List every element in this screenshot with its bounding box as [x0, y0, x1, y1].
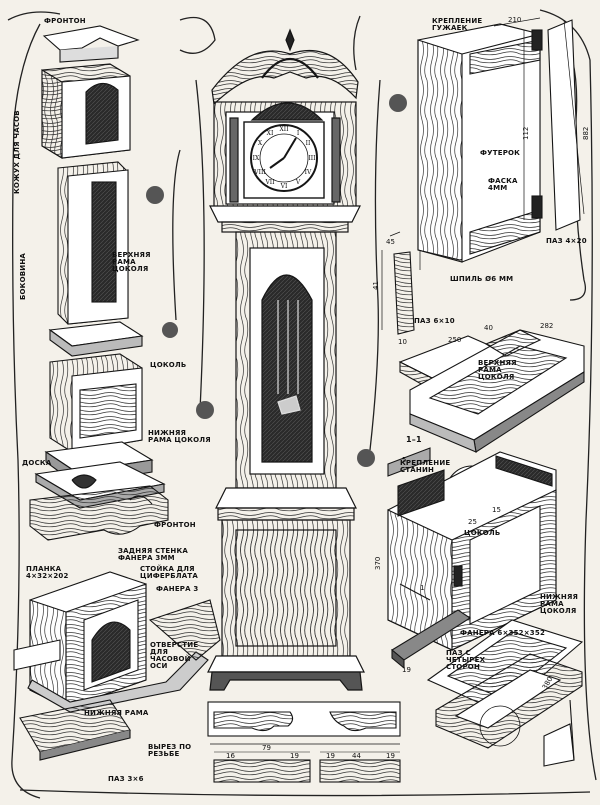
- dim-882: 882: [582, 127, 590, 140]
- dim-41: 41: [372, 281, 380, 290]
- dimension-lines: [419, 17, 585, 270]
- dim-79: 79: [262, 744, 271, 752]
- label-chamfer: ФАСКА 4мм: [488, 177, 518, 192]
- label-upper-plinth-frame: ВЕРХНЯЯ РАМА ЦОКОЛЯ: [112, 251, 151, 273]
- label-plywood3: ФАНЕРА 3: [156, 585, 199, 593]
- dim-44: 44: [352, 752, 361, 760]
- dim-250: 250: [448, 336, 461, 344]
- dim-282: 282: [540, 322, 553, 330]
- label-upper-plinth-frame-r: ВЕРХНЯЯ РАМА ЦОКОЛЯ: [478, 359, 517, 381]
- svg-text:VII: VII: [264, 179, 275, 186]
- label-section: 1–1: [406, 435, 422, 444]
- ornament-dot: [357, 449, 375, 467]
- dim-19: 19: [402, 666, 411, 674]
- svg-text:XII: XII: [279, 126, 289, 133]
- label-groove: ПАЗ 3×6: [108, 775, 144, 783]
- svg-text:V: V: [295, 179, 301, 186]
- label-back-wall: ЗАДНЯЯ СТЕНКА ФАНЕРА 3мм: [118, 547, 188, 562]
- dim-16: 16: [226, 752, 235, 760]
- trunk-part: [57, 161, 129, 325]
- dim-5: 5: [402, 456, 406, 464]
- clock-finial: [285, 28, 295, 52]
- label-fastening-corner: КРЕПЛЕНИЕ СТАНИН: [400, 459, 451, 474]
- label-groove-mid: ПАЗ 6×10: [414, 317, 455, 325]
- dim-1: 1: [420, 584, 424, 592]
- label-side: БОКОВИНА: [19, 252, 27, 300]
- label-groove-tr: ПАЗ 4×20: [546, 237, 587, 245]
- ornament-dot: [389, 94, 407, 112]
- svg-text:II: II: [306, 140, 311, 147]
- hood-column-left: [229, 117, 239, 203]
- clock-feet: [209, 671, 363, 691]
- label-lower-plinth-frame: НИЖНЯЯ РАМА ЦОКОЛЯ: [148, 429, 211, 444]
- svg-text:XI: XI: [267, 130, 274, 137]
- plinth-box-part: [49, 353, 143, 453]
- label-plinth: ЦОКОЛЬ: [150, 361, 187, 369]
- ornament-dot: [162, 322, 178, 338]
- wood-bar-right: [319, 759, 401, 783]
- dim-10: 10: [398, 338, 407, 346]
- svg-text:IV: IV: [305, 169, 312, 176]
- svg-text:VIII: VIII: [253, 169, 266, 176]
- dim-25: 25: [468, 518, 477, 526]
- trunk-door: [261, 274, 313, 463]
- profile-cutout-left: [213, 711, 294, 732]
- plinth-box-detail: [387, 447, 584, 767]
- label-hole: ОТВЕРСТИЕ ДЛЯ ЧАСОВОЙ ОСИ: [150, 641, 199, 670]
- dim-45: 45: [386, 238, 395, 246]
- upper-plinth-frame-detail: [398, 329, 585, 453]
- pendulum: [277, 300, 299, 394]
- label-dowel: ШПИЛЬ Ø6 мм: [450, 275, 514, 283]
- label-lower-plinth-frame-r: НИЖНЯЯ РАМА ЦОКОЛЯ: [540, 593, 579, 615]
- svg-text:X: X: [258, 140, 263, 147]
- dim-370: 370: [374, 557, 382, 570]
- label-apron: ФУТЕРОК: [480, 149, 521, 157]
- hood-column-right: [331, 117, 341, 203]
- svg-text:I: I: [297, 130, 300, 137]
- label-pediment-mid: ФРОНТОН: [154, 521, 196, 529]
- label-plinth-r: ЦОКОЛЬ: [464, 529, 501, 537]
- svg-text:IX: IX: [253, 155, 260, 162]
- dimension-labels: 210 112 882 45 41 10 282 250 40 5 370 15…: [226, 16, 590, 760]
- dim-40: 40: [484, 324, 493, 332]
- label-board: ДОСКА: [22, 459, 52, 467]
- svg-text:III: III: [308, 155, 316, 162]
- wood-bar-left: [213, 759, 311, 783]
- groove-profile: [393, 251, 415, 335]
- fretsaw-profiles: [207, 701, 401, 783]
- hood-box: [41, 63, 131, 159]
- label-lower-frame: НИЖНЯЯ РАМА: [84, 709, 149, 717]
- clock-bonnet: [211, 50, 359, 106]
- label-plank: ПЛАНКА 4×32×202: [26, 565, 69, 580]
- dim-210: 210: [508, 16, 521, 24]
- clock-hands: [269, 137, 297, 169]
- label-pediment-top: ФРОНТОН: [44, 17, 86, 25]
- ornament-dot: [196, 401, 214, 419]
- dim-19c: 19: [326, 752, 335, 760]
- moon-dial: [250, 102, 324, 121]
- ornament-dot: [146, 186, 164, 204]
- label-hood-case: КОЖУХ ДЛЯ ЧАСОВ: [13, 110, 21, 194]
- profile-cutout-right: [329, 711, 397, 732]
- hood-frame-assembly: [13, 571, 221, 713]
- dim-19b: 19: [290, 752, 299, 760]
- pediment-mid-part: [29, 485, 169, 541]
- label-cut-fretsaw: ВЫРЕЗ ПО РЕЗЬБЕ: [148, 743, 192, 758]
- svg-text:VI: VI: [280, 183, 288, 190]
- pediment-top-part: [42, 25, 140, 51]
- label-fastening: КРЕПЛЕНИЕ ГУЖАЕК: [432, 17, 483, 32]
- label-groove-four: ПАЗ С ЧЕТЫРЕХ СТОРОН: [446, 649, 486, 671]
- label-plywood-sheet: ФАНЕРА 6×352×352: [460, 629, 546, 637]
- label-stand: СТОЙКА ДЛЯ ЦИФЕРБЛАТА: [140, 565, 198, 580]
- pendulum-bob: [277, 395, 301, 415]
- dim-112: 112: [522, 127, 530, 140]
- left-exploded-assembly: [13, 25, 221, 761]
- dim-15: 15: [492, 506, 501, 514]
- side-panel-detail: [381, 17, 585, 335]
- dim-19d: 19: [386, 752, 395, 760]
